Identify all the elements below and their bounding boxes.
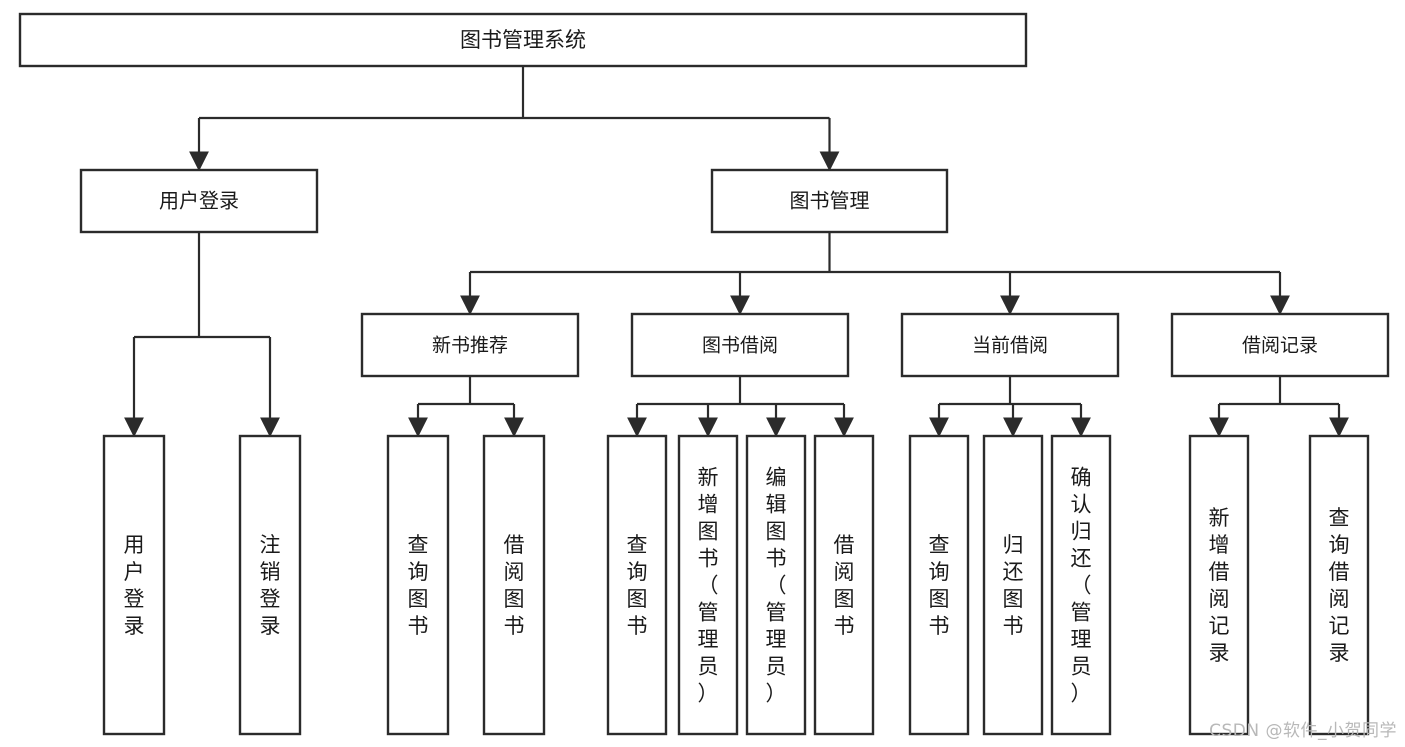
node-label-book-borrow: 图书借阅 — [702, 335, 778, 357]
connector-layer — [124, 66, 1349, 438]
node-box-book-borrow — [630, 312, 850, 378]
node-box-leaf-borrow-book-rec — [482, 434, 546, 736]
csdn-watermark: CSDN @软件_小贺同学 — [1209, 721, 1397, 741]
node-box-leaf-borrow-book — [813, 434, 875, 736]
node-box-root — [18, 12, 1028, 68]
node-label-new-book-recommend: 新书推荐 — [432, 335, 508, 357]
node-leaf-return-book[interactable]: 归还图书 — [982, 434, 1044, 736]
node-leaf-confirm-return[interactable]: 确认归还（管理员） — [1050, 434, 1112, 736]
node-label-leaf-query-book-current: 查询图书 — [929, 533, 950, 638]
node-label-root: 图书管理系统 — [460, 28, 586, 52]
node-box-leaf-return-book — [982, 434, 1044, 736]
node-box-leaf-query-book-borrow — [606, 434, 668, 736]
node-label-leaf-borrow-book: 借阅图书 — [834, 533, 855, 638]
node-label-leaf-edit-book: 编辑图书（管理员） — [766, 466, 787, 706]
node-box-leaf-query-book-rec — [386, 434, 450, 736]
node-label-leaf-query-book-rec: 查询图书 — [408, 533, 429, 638]
node-borrow-record[interactable]: 借阅记录 — [1170, 312, 1390, 378]
node-root[interactable]: 图书管理系统 — [18, 12, 1028, 68]
node-label-leaf-user-login: 用户登录 — [124, 533, 145, 638]
node-box-user-login — [79, 168, 319, 234]
node-label-borrow-record: 借阅记录 — [1242, 335, 1318, 357]
node-label-current-borrow: 当前借阅 — [972, 335, 1048, 357]
node-leaf-query-book-current[interactable]: 查询图书 — [908, 434, 970, 736]
node-label-leaf-query-book-borrow: 查询图书 — [627, 533, 648, 638]
node-current-borrow[interactable]: 当前借阅 — [900, 312, 1120, 378]
node-leaf-user-login[interactable]: 用户登录 — [102, 434, 166, 736]
node-box-leaf-edit-book — [745, 434, 807, 736]
node-label-leaf-return-book: 归还图书 — [1003, 533, 1024, 638]
node-box-leaf-add-record — [1188, 434, 1250, 736]
node-book-borrow[interactable]: 图书借阅 — [630, 312, 850, 378]
node-leaf-query-book-borrow[interactable]: 查询图书 — [606, 434, 668, 736]
node-new-book-recommend[interactable]: 新书推荐 — [360, 312, 580, 378]
node-box-book-manage — [710, 168, 949, 234]
node-leaf-borrow-book-rec[interactable]: 借阅图书 — [482, 434, 546, 736]
node-box-leaf-logout — [238, 434, 302, 736]
node-layer: 图书管理系统用户登录图书管理新书推荐图书借阅当前借阅借阅记录用户登录注销登录查询… — [18, 12, 1390, 736]
node-label-leaf-logout: 注销登录 — [260, 533, 281, 638]
node-book-manage[interactable]: 图书管理 — [710, 168, 949, 234]
node-label-leaf-add-book: 新增图书（管理员） — [698, 466, 719, 706]
node-user-login[interactable]: 用户登录 — [79, 168, 319, 234]
node-box-leaf-confirm-return — [1050, 434, 1112, 736]
node-leaf-query-record[interactable]: 查询借阅记录 — [1308, 434, 1370, 736]
node-label-leaf-query-record: 查询借阅记录 — [1329, 506, 1350, 665]
node-box-current-borrow — [900, 312, 1120, 378]
node-leaf-add-book[interactable]: 新增图书（管理员） — [677, 434, 739, 736]
node-label-leaf-add-record: 新增借阅记录 — [1209, 506, 1230, 665]
node-leaf-logout[interactable]: 注销登录 — [238, 434, 302, 736]
node-leaf-add-record[interactable]: 新增借阅记录 — [1188, 434, 1250, 736]
node-label-leaf-borrow-book-rec: 借阅图书 — [504, 533, 525, 638]
node-box-borrow-record — [1170, 312, 1390, 378]
node-box-leaf-user-login — [102, 434, 166, 736]
node-box-leaf-query-record — [1308, 434, 1370, 736]
node-leaf-edit-book[interactable]: 编辑图书（管理员） — [745, 434, 807, 736]
node-leaf-query-book-rec[interactable]: 查询图书 — [386, 434, 450, 736]
node-box-leaf-add-book — [677, 434, 739, 736]
node-box-new-book-recommend — [360, 312, 580, 378]
node-label-book-manage: 图书管理 — [790, 189, 870, 213]
node-leaf-borrow-book[interactable]: 借阅图书 — [813, 434, 875, 736]
node-label-leaf-confirm-return: 确认归还（管理员） — [1071, 466, 1092, 706]
node-box-leaf-query-book-current — [908, 434, 970, 736]
node-label-user-login: 用户登录 — [159, 189, 239, 213]
